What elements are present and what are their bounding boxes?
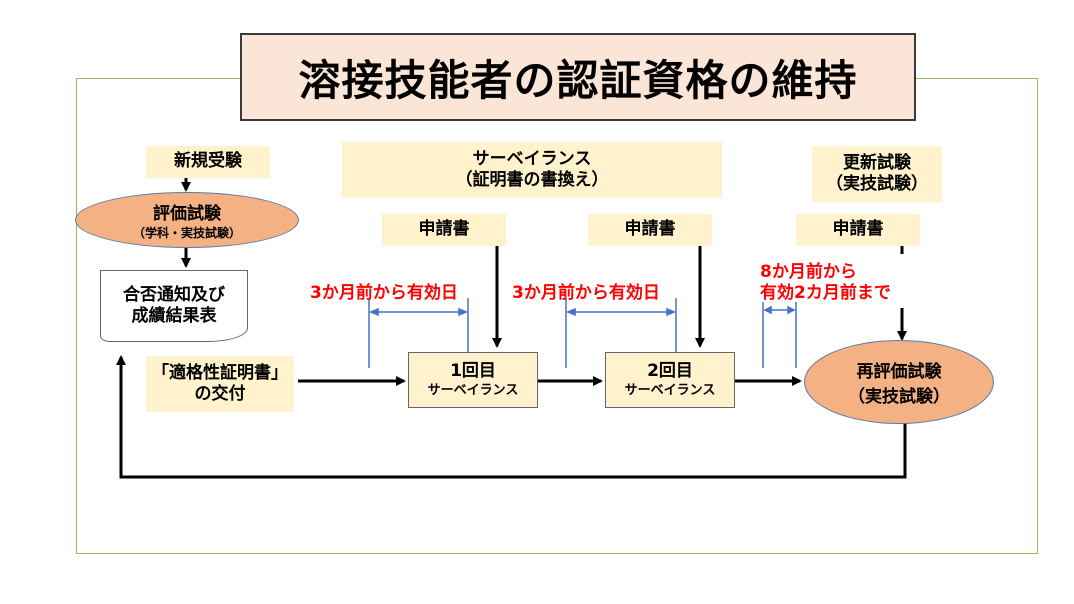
window3-text: 8か月前から 有効2カ月前まで (760, 262, 891, 305)
application-label-2: 申請書 (624, 219, 676, 240)
renewal-box: 更新試験 （実技試験） (812, 146, 942, 202)
certificate-box: 「適格性証明書」 の交付 (146, 356, 294, 412)
surveillance-line1: サーベイランス (472, 148, 592, 169)
survey2-box: 2回目 サーベイランス (605, 352, 735, 408)
window1-text: 3か月前から有効日 (310, 283, 458, 303)
renewal-line1: 更新試験 (843, 152, 911, 173)
arrow-return-loop (116, 355, 907, 479)
eval-exam-sub: （学科・実技試験） (132, 226, 241, 240)
survey2-line2: サーベイランス (624, 382, 716, 398)
eval-exam-label: 評価試験 (153, 204, 221, 224)
reeval-line2: （実技試験） (848, 387, 950, 407)
certificate-line1: 「適格性証明書」 (152, 362, 288, 383)
window3-line2: 有効2カ月前まで (760, 283, 891, 304)
new-exam-box: 新規受験 (146, 146, 270, 178)
reeval-ellipse: 再評価試験 （実技試験） (804, 340, 994, 424)
application-box-3: 申請書 (796, 214, 920, 246)
notice-line2: 成績結果表 (131, 306, 217, 326)
diagram-title: 溶接技能者の認証資格の維持 (240, 33, 916, 121)
certificate-line2: の交付 (194, 384, 246, 404)
window3-bracket (762, 302, 797, 368)
application-label-3: 申請書 (832, 219, 884, 240)
application-box-2: 申請書 (588, 214, 712, 246)
renewal-line2: （実技試験） (826, 174, 928, 194)
survey1-line2: サーベイランス (427, 382, 519, 398)
survey1-line1: 1回目 (450, 361, 496, 382)
surveillance-line2: （証明書の書換え） (455, 170, 609, 190)
new-exam-label: 新規受験 (174, 151, 242, 172)
surveillance-box: サーベイランス （証明書の書換え） (342, 142, 722, 198)
eval-exam-ellipse: 評価試験 （学科・実技試験） (75, 192, 299, 248)
window2-text: 3か月前から有効日 (512, 283, 660, 303)
survey1-box: 1回目 サーベイランス (408, 352, 538, 408)
survey2-line1: 2回目 (647, 361, 693, 382)
application-label-1: 申請書 (418, 219, 470, 240)
window3-line1: 8か月前から (760, 262, 857, 282)
application-box-1: 申請書 (382, 214, 506, 246)
reeval-line1: 再評価試験 (856, 362, 942, 382)
notice-line1: 合否通知及び (123, 284, 225, 305)
notice-document: 合否通知及び 成績結果表 (100, 270, 248, 342)
